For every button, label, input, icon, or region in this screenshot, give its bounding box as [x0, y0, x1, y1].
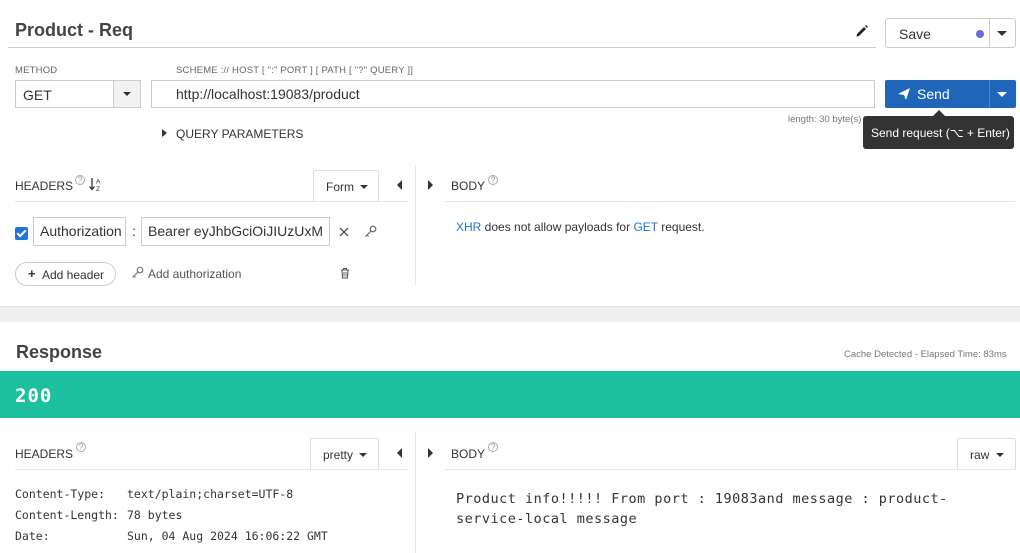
response-title: Response [16, 342, 103, 362]
response-header-value: 78 bytes [127, 508, 183, 522]
url-format-label: SCHEME :// HOST [ ":" PORT ] [ PATH [ "?… [176, 65, 414, 76]
trash-icon[interactable] [340, 267, 350, 279]
title-underline [8, 47, 876, 48]
url-length-note: length: 30 byte(s) [788, 114, 862, 125]
save-button-label: Save [899, 26, 931, 42]
expand-right-icon[interactable] [428, 448, 433, 458]
xhr-message-suffix: request. [657, 220, 705, 234]
url-input[interactable]: http://localhost:19083/product [151, 80, 875, 108]
add-header-button[interactable]: + Add header [15, 262, 116, 286]
chevron-down-icon [359, 453, 367, 457]
chevron-down-icon[interactable] [997, 31, 1007, 36]
response-headers-mode-value: pretty [323, 448, 354, 462]
headers-mode-value: Form [326, 180, 354, 194]
request-body-label: BODY [451, 179, 486, 193]
status-bar: 200 [0, 371, 1020, 418]
plus-icon: + [28, 266, 36, 281]
response-header-key: Content-Type: [15, 487, 106, 501]
chevron-down-icon [996, 453, 1004, 457]
response-body-mode-value: raw [970, 448, 990, 462]
add-authorization-link[interactable]: Add authorization [148, 267, 242, 281]
headers-mode-dropdown[interactable]: Form [313, 170, 379, 202]
request-headers-label: HEADERS [15, 179, 74, 193]
pencil-icon[interactable] [855, 24, 869, 38]
method-label: METHOD [15, 65, 58, 76]
response-headers-label: HEADERS [15, 447, 74, 461]
send-button[interactable]: Send [885, 80, 1016, 108]
help-icon[interactable]: ? [75, 175, 85, 185]
body-underline [445, 201, 1015, 202]
header-colon: : [132, 223, 136, 239]
expand-right-icon[interactable] [428, 180, 433, 190]
help-icon[interactable]: ? [488, 175, 498, 185]
send-tooltip: Send request (⌥ + Enter) [863, 110, 1014, 149]
chevron-down-icon [360, 185, 368, 189]
response-body-mode-dropdown[interactable]: raw [957, 438, 1016, 470]
status-code: 200 [15, 385, 53, 407]
unsaved-dot-icon [976, 30, 984, 38]
chevron-right-icon[interactable] [162, 129, 167, 137]
response-header-value: Sun, 04 Aug 2024 16:06:22 GMT [127, 529, 328, 543]
response-header-value: text/plain;charset=UTF-8 [127, 487, 294, 501]
send-button-label: Send [917, 86, 950, 102]
response-meta: Cache Detected - Elapsed Time: 83ms [844, 349, 1007, 360]
method-select[interactable]: GET [15, 80, 141, 108]
response-body-text: Product info!!!!! From port : 19083and m… [456, 491, 948, 527]
close-icon[interactable] [339, 227, 349, 237]
svg-text:A: A [96, 179, 101, 186]
body-xhr-message: XHR does not allow payloads for GET requ… [456, 220, 705, 234]
response-headers-mode-dropdown[interactable]: pretty [310, 438, 379, 470]
svg-text:Z: Z [96, 186, 100, 192]
panel-divider[interactable] [415, 165, 416, 285]
header-value-input[interactable]: Bearer eyJhbGciOiJIUzUxM [141, 217, 330, 246]
xhr-message-text: does not allow payloads for [481, 220, 634, 234]
chevron-down-icon[interactable] [997, 92, 1007, 97]
get-method-link[interactable]: GET [633, 220, 658, 234]
response-body-underline [445, 469, 1015, 470]
response-header-key: Date: [15, 529, 50, 543]
header-name-input[interactable]: Authorization [33, 217, 126, 246]
help-icon[interactable]: ? [76, 442, 86, 452]
sort-alpha-icon[interactable]: A Z [89, 177, 103, 192]
headers-underline [15, 201, 408, 202]
query-parameters-toggle[interactable]: QUERY PARAMETERS [176, 127, 304, 141]
response-header-key: Content-Length: [15, 508, 119, 522]
method-dropdown-button[interactable] [113, 81, 140, 107]
response-headers-underline [15, 469, 408, 470]
collapse-left-icon[interactable] [397, 448, 402, 458]
save-separator [989, 19, 990, 47]
help-icon[interactable]: ? [488, 442, 498, 452]
collapse-left-icon[interactable] [397, 180, 402, 190]
request-title[interactable]: Product - Req [15, 20, 134, 40]
section-divider [0, 306, 1020, 322]
paper-plane-icon [898, 88, 910, 100]
method-value: GET [23, 87, 52, 103]
add-header-label: Add header [42, 268, 105, 282]
header-enabled-checkbox[interactable] [15, 227, 28, 240]
send-separator [989, 80, 990, 108]
response-body-label: BODY [451, 447, 486, 461]
key-icon[interactable] [364, 225, 377, 238]
key-icon [132, 266, 144, 278]
xhr-link[interactable]: XHR [456, 220, 482, 234]
save-button[interactable]: Save [885, 18, 1016, 48]
panel-divider[interactable] [415, 432, 416, 553]
